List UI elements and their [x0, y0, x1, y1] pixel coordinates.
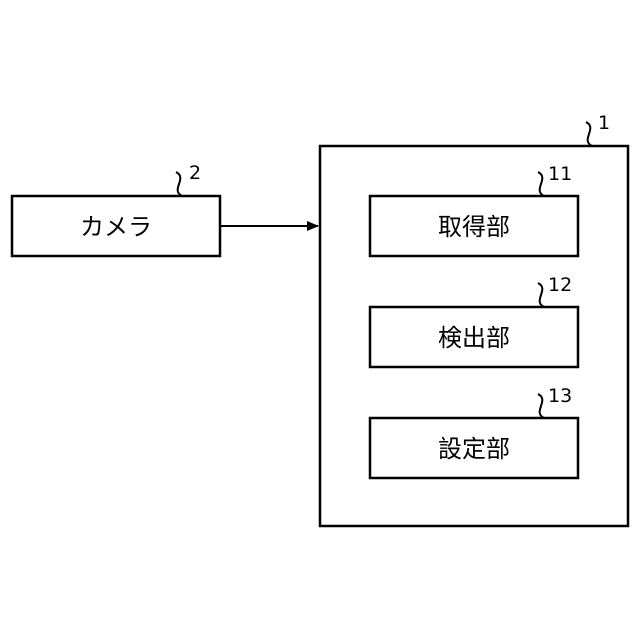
acquisition-unit-block: 取得部 11	[370, 163, 578, 256]
acquisition-unit-ref-number: 11	[548, 163, 572, 185]
setting-unit-ref-number: 13	[548, 385, 572, 407]
device-ref-leader	[586, 122, 592, 146]
camera-ref-leader	[176, 172, 182, 196]
detection-unit-label: 検出部	[438, 324, 510, 352]
camera-ref-number: 2	[189, 162, 201, 184]
setting-unit-block: 設定部 13	[370, 385, 578, 478]
device-ref-number: 1	[598, 112, 610, 134]
detection-unit-ref-leader	[538, 283, 544, 307]
detection-unit-block: 検出部 12	[370, 274, 578, 367]
detection-unit-ref-number: 12	[548, 274, 572, 296]
acquisition-unit-label: 取得部	[438, 213, 510, 241]
device-block: 1	[320, 112, 628, 526]
camera-block: カメラ 2	[12, 162, 220, 256]
setting-unit-ref-leader	[538, 394, 544, 418]
setting-unit-label: 設定部	[438, 435, 510, 463]
acquisition-unit-ref-leader	[538, 172, 544, 196]
camera-label: カメラ	[80, 213, 152, 241]
